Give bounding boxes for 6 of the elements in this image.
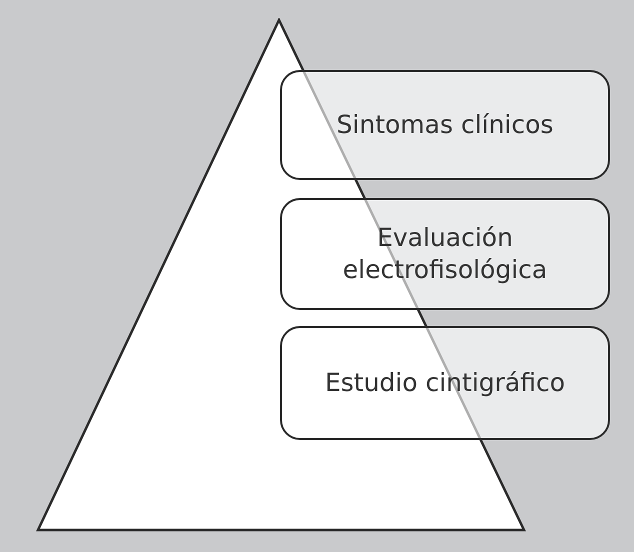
rounded-box xyxy=(280,198,610,310)
rounded-box xyxy=(280,326,610,440)
rounded-box xyxy=(280,70,610,180)
box-label: Estudio cintigráfico xyxy=(324,366,566,399)
box-label: Sintomas clínicos xyxy=(336,108,554,141)
box-label: Evaluación electrofisológica xyxy=(342,222,548,286)
